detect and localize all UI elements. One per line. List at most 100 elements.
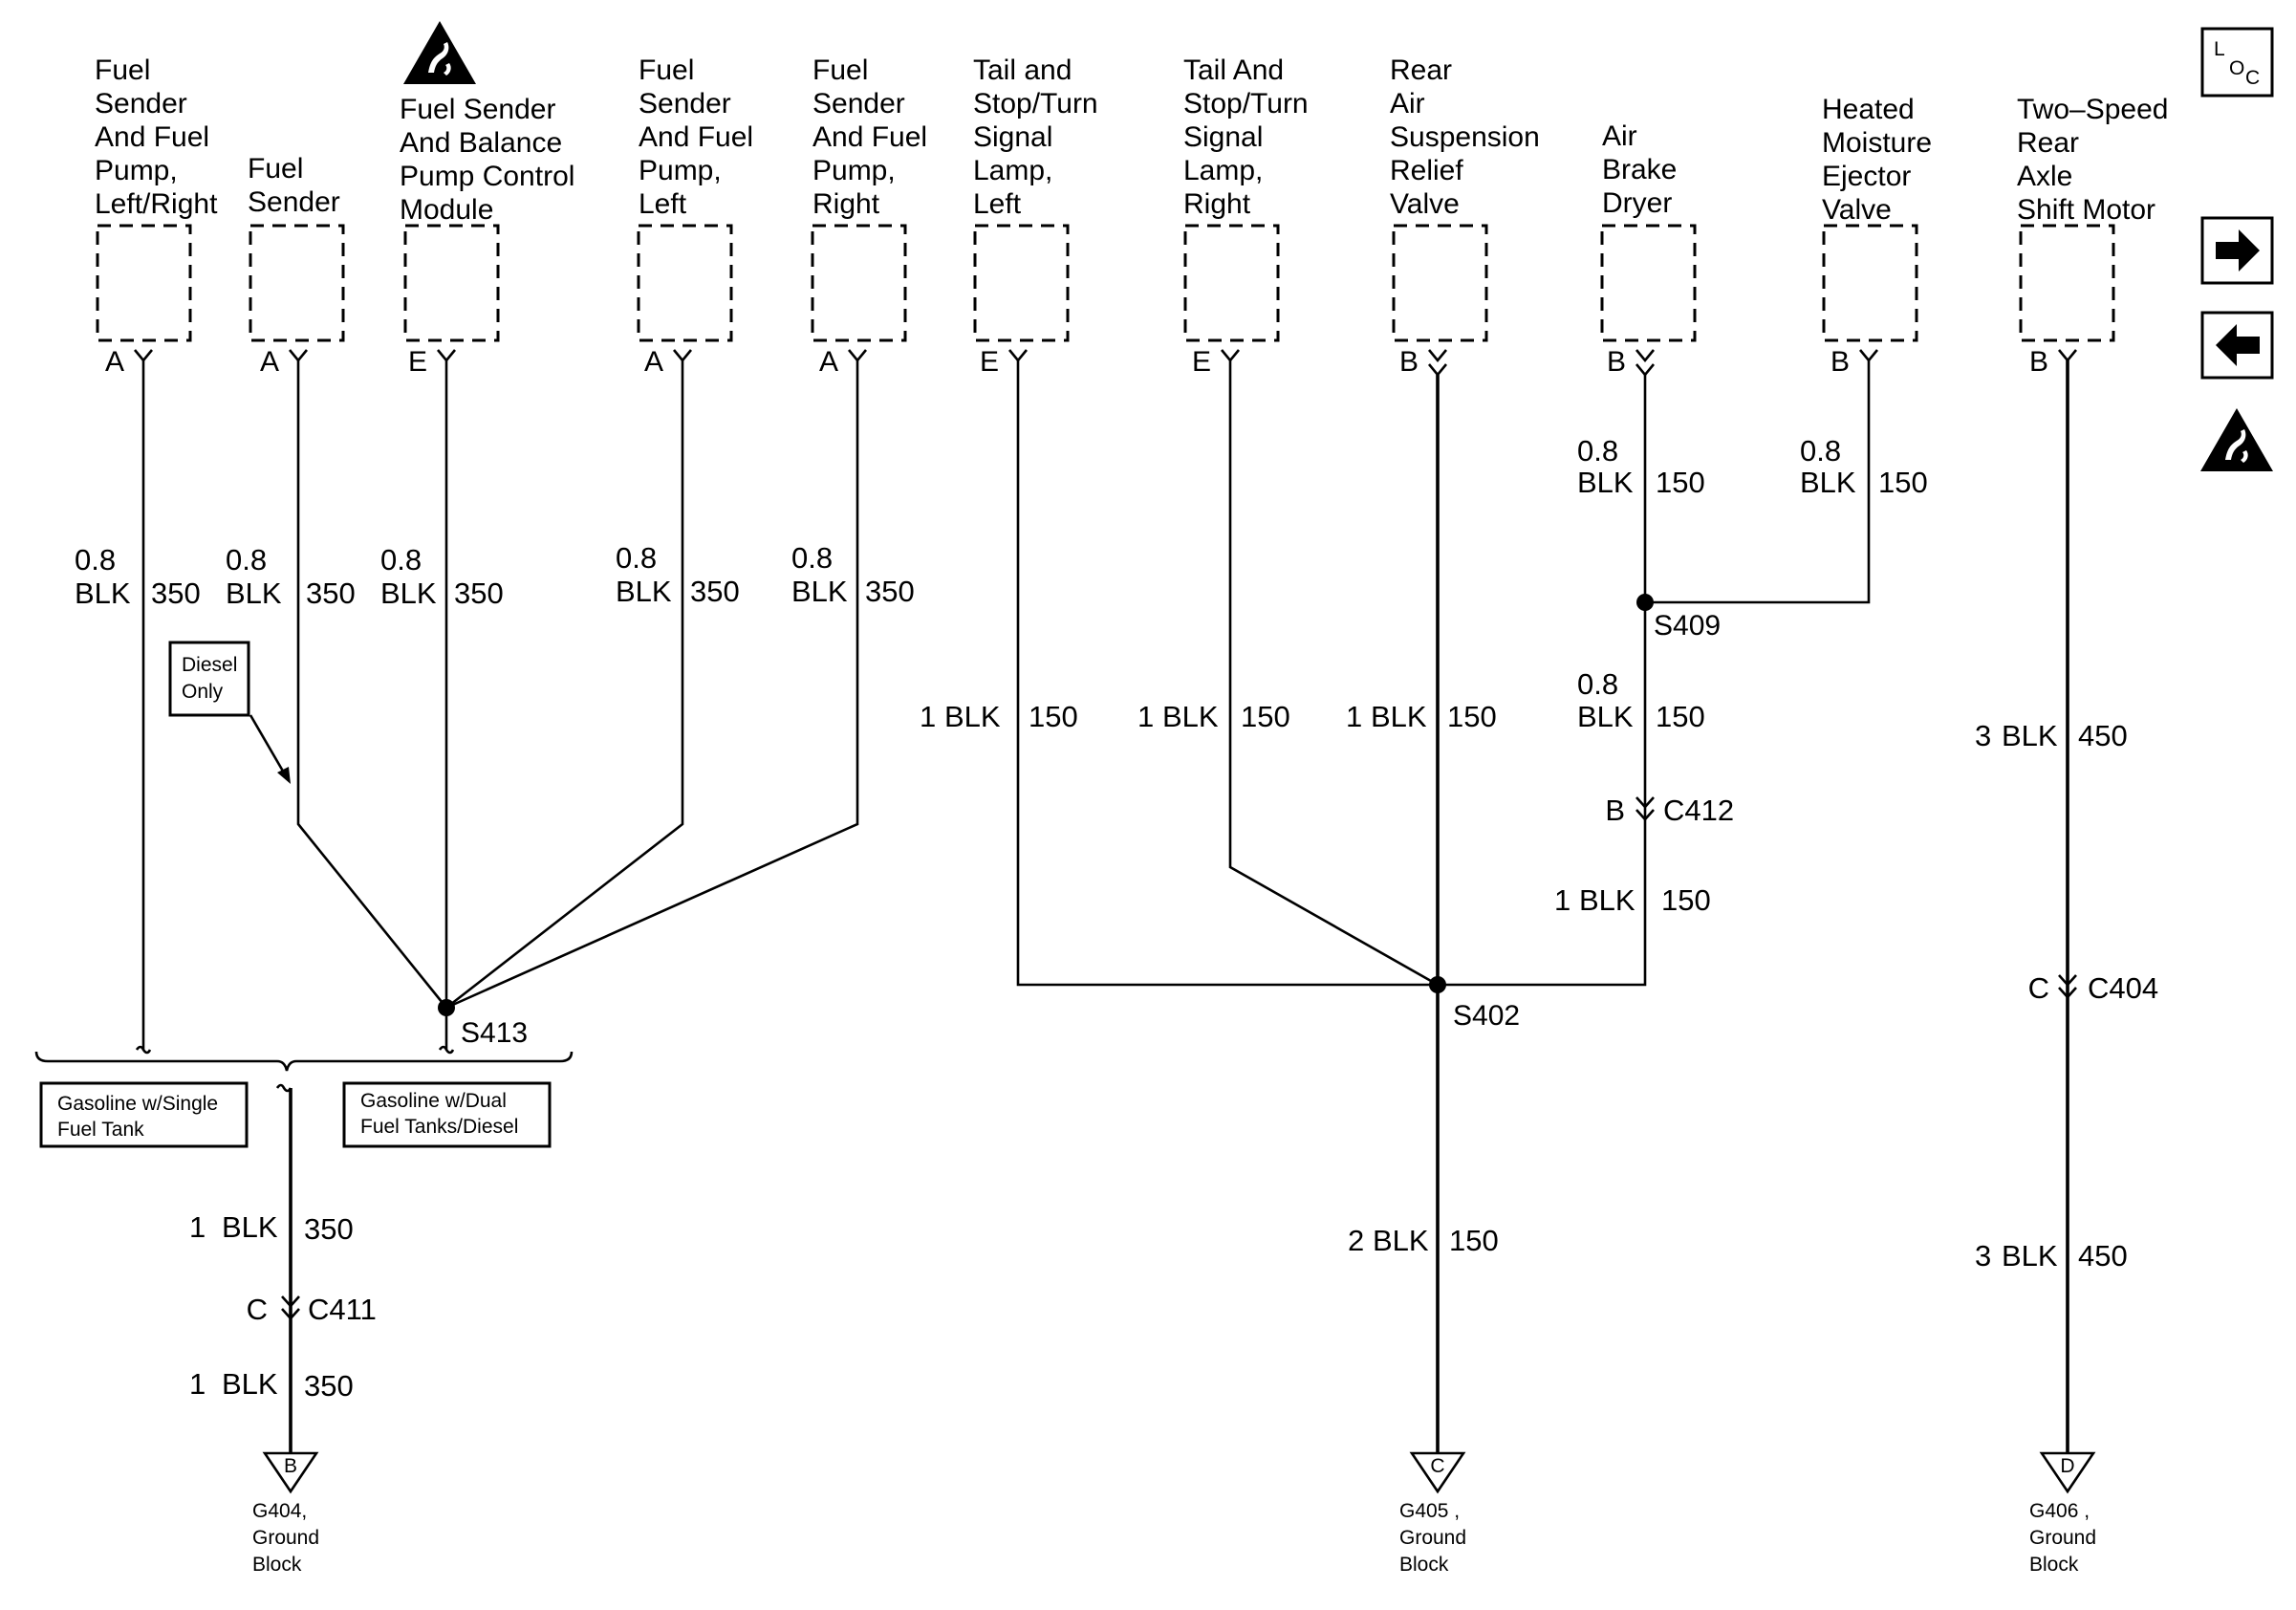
component-label-line: Axle: [2017, 161, 2072, 192]
ground-g404-label: Block: [252, 1554, 302, 1576]
pin-label: A: [105, 346, 124, 378]
arrow-left-icon[interactable]: [2216, 324, 2260, 366]
component-label-line: Valve: [1390, 188, 1460, 220]
wire-fuel-sender: [296, 360, 448, 1009]
arrow-right-icon[interactable]: [2216, 229, 2260, 272]
component-label-line: Left/Right: [95, 188, 218, 220]
wire-gauge-label: 1: [189, 1367, 206, 1401]
component-label-line: Left: [973, 188, 1022, 220]
wire-color-label: BLK: [791, 575, 848, 608]
loc-icon-frame[interactable]: [2200, 27, 2274, 98]
wire-gauge-label: 0.8: [75, 543, 116, 577]
ground-g406-letter: D: [2060, 1455, 2074, 1477]
option-gasoline-dual: [342, 1081, 552, 1148]
connector-c404-label: C404: [2088, 971, 2158, 1005]
component-box: [1183, 224, 1280, 342]
wire-circuit-label: 350: [690, 575, 740, 608]
connector-c411-pin: C: [247, 1293, 268, 1326]
wire-color-label: BLK: [1577, 466, 1634, 499]
wire-color-label: BLK: [2002, 1239, 2058, 1273]
component-box: [249, 224, 345, 342]
loc-icon-letter: L: [2214, 38, 2225, 60]
connector-c412-symbol: [1635, 796, 1655, 821]
ground-g406-label: Ground: [2029, 1527, 2096, 1549]
option-gasoline-single-line: Gasoline w/Single: [57, 1093, 218, 1115]
component-label-line: And Fuel: [639, 121, 753, 153]
wire-circuit-label: 150: [1656, 700, 1705, 733]
component-label-line: Sender: [95, 88, 187, 120]
connector-c412-pin: B: [1605, 794, 1625, 827]
component-label-line: Stop/Turn: [973, 88, 1098, 120]
component-label-line: Pump,: [812, 155, 896, 186]
component-label-line: Lamp,: [973, 155, 1052, 186]
pin-label: B: [1830, 346, 1850, 378]
forward-button[interactable]: [2200, 216, 2274, 285]
wire-gauge-label: 0.8: [791, 541, 833, 575]
wire-gauge-label: 3: [1975, 1239, 1991, 1273]
ground-g406-symbol: [2039, 1451, 2096, 1494]
pin-label: A: [819, 346, 838, 378]
pin-connector-symbol: [1427, 349, 1448, 363]
component-box: [1392, 224, 1488, 342]
back-button[interactable]: [2200, 311, 2274, 380]
wire-circuit-label: 350: [151, 577, 201, 610]
wire-gauge-label: 1: [1346, 700, 1362, 733]
pin-connector-symbol: [133, 349, 154, 363]
component-box: [637, 224, 733, 342]
pin-label: E: [980, 346, 999, 378]
component-label-line: Heated: [1822, 94, 1915, 125]
component-label-line: Tail And: [1183, 54, 1284, 86]
wire-tail-left: [1016, 360, 1438, 987]
component-label-line: Dryer: [1602, 187, 1672, 219]
component-label-line: Left: [639, 188, 687, 220]
wire-gauge-label: 1: [1554, 883, 1570, 917]
component-label-line: Tail and: [973, 54, 1072, 86]
component-label-line: Right: [1183, 188, 1251, 220]
component-label-line: Signal: [973, 121, 1052, 153]
component-label-line: Shift Motor: [2017, 194, 2155, 226]
wire-color-label: BLK: [226, 577, 282, 610]
wire-circuit-label: 150: [1241, 700, 1290, 733]
loc-icon-letter: O: [2229, 57, 2244, 79]
pin-connector-symbol: [672, 349, 693, 363]
wire-circuit-label: 450: [2078, 719, 2128, 752]
connector-c411-label: C411: [308, 1293, 377, 1326]
option-gasoline-dual-line: Fuel Tanks/Diesel: [360, 1116, 518, 1138]
pin-connector-symbol: [1427, 363, 1448, 378]
pin-connector-symbol: [1635, 363, 1656, 378]
splice-s409-dot: [1636, 594, 1654, 611]
ground-g404-label: G404,: [252, 1500, 307, 1522]
wire-gauge-label: 1: [189, 1210, 206, 1244]
wire-gauge-label: 2: [1348, 1224, 1364, 1257]
component-label-line: Module: [400, 194, 493, 226]
component-label-line: Rear: [1390, 54, 1452, 86]
wire-gauge-label: 1: [1137, 700, 1154, 733]
wire-fuel-pump-right: [445, 360, 859, 1010]
component-box: [96, 224, 192, 342]
ground-g405-symbol: [1409, 1451, 1466, 1494]
wire-break-symbol: [135, 1045, 152, 1055]
wire-gauge-label: 1: [920, 700, 936, 733]
component-label-line: Ejector: [1822, 161, 1911, 192]
wire-color-label: BLK: [616, 575, 672, 608]
wire-circuit-label: 150: [1656, 466, 1705, 499]
wire-gauge-label: 0.8: [226, 543, 267, 577]
wire-circuit-label: 150: [1661, 883, 1711, 917]
arrowhead-icon: [277, 767, 291, 784]
wire-color-label: BLK: [1800, 466, 1856, 499]
wire-c412-to-s402: [1438, 375, 1647, 987]
wire-circuit-label: 350: [865, 575, 915, 608]
splice-s413-label: S413: [461, 1017, 528, 1049]
wire-gauge-label: 0.8: [1577, 434, 1618, 468]
wire-tail-right: [1228, 360, 1439, 987]
wire-gauge-label: 0.8: [380, 543, 422, 577]
pin-connector-symbol: [1220, 349, 1241, 363]
ground-g404-label: Ground: [252, 1527, 319, 1549]
wire-color-label: BLK: [380, 577, 437, 610]
pin-connector-symbol: [1007, 349, 1029, 363]
